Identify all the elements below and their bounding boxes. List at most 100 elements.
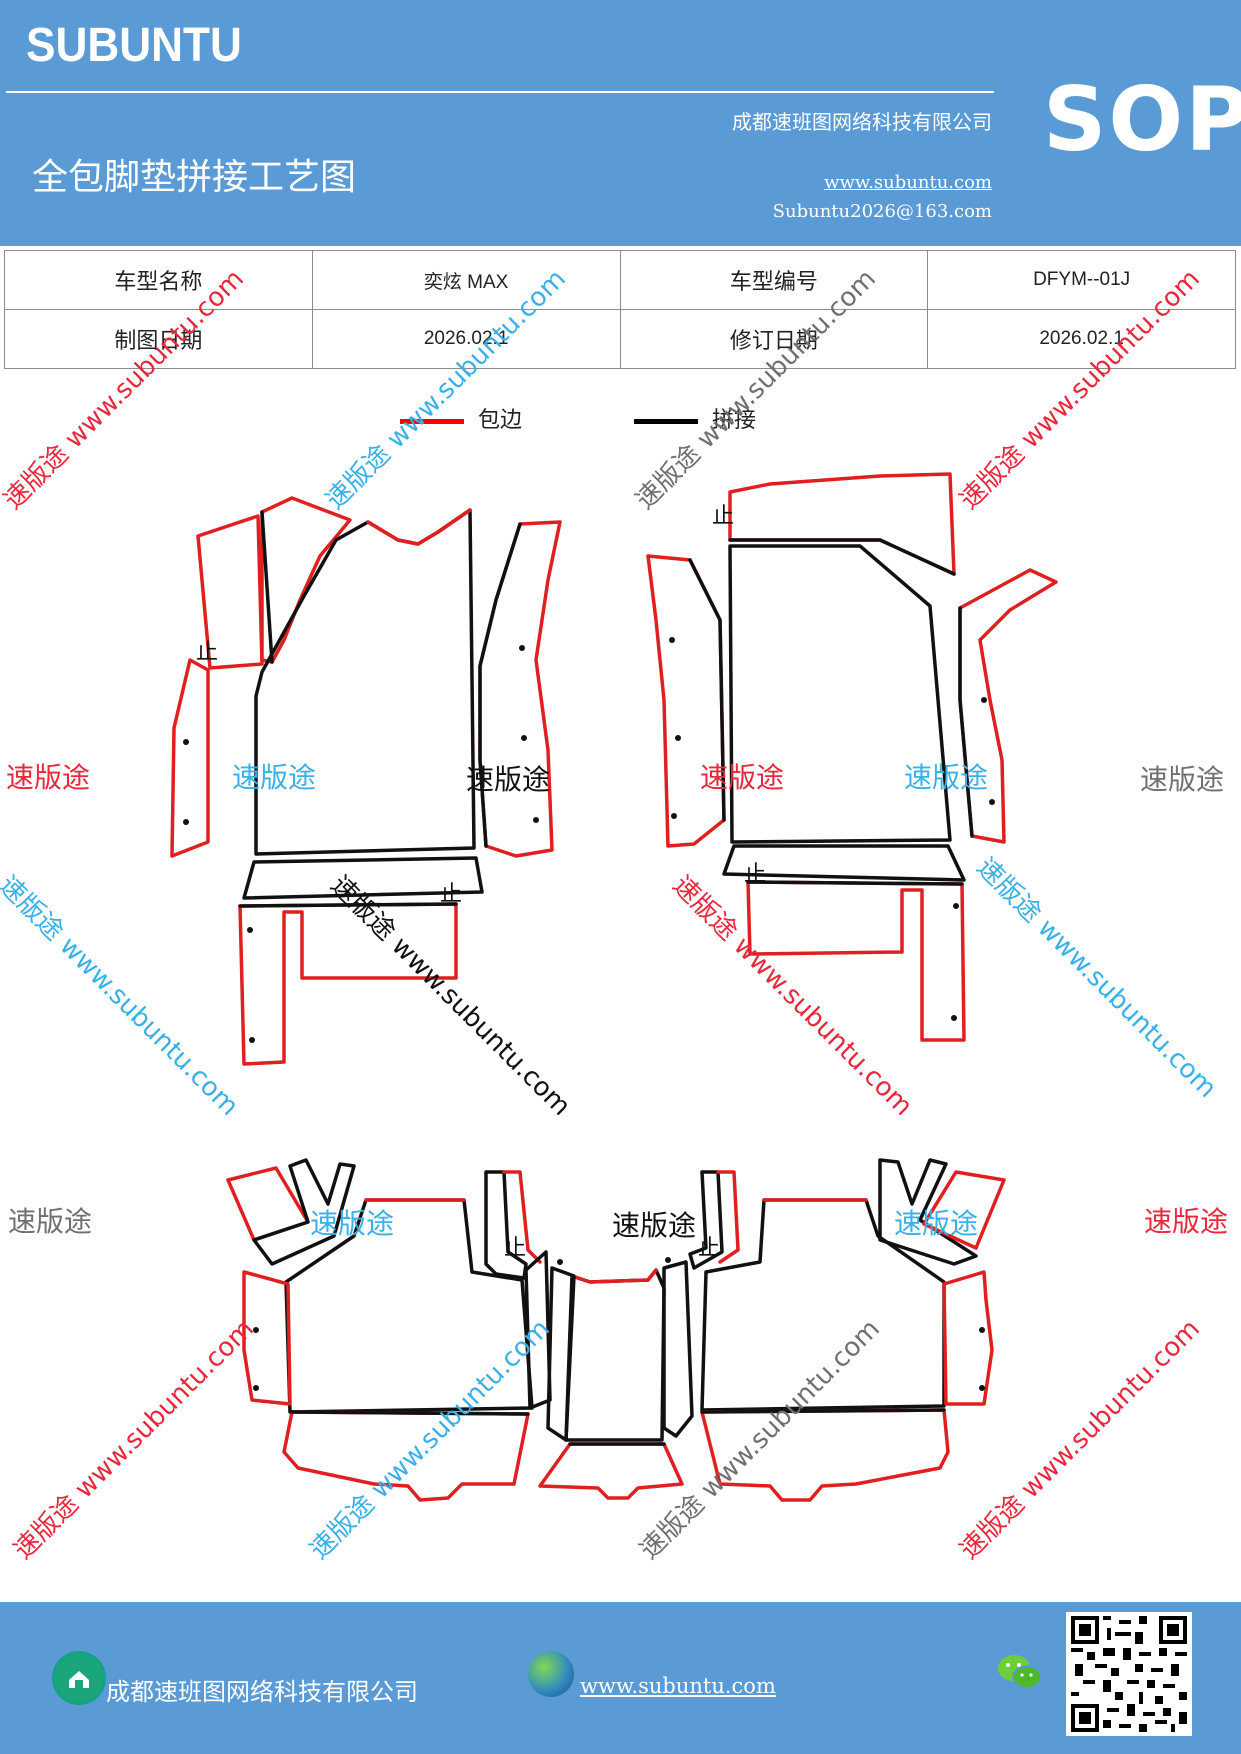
stop-marker: 止 <box>504 1236 527 1261</box>
piece-fr-bottom-u <box>746 880 966 1042</box>
piece-fr-top-splice <box>728 538 956 576</box>
header-banner <box>0 0 1241 246</box>
piece-fl-bottom-u <box>238 902 458 1066</box>
footer-website-link[interactable]: www.subuntu.com <box>580 1674 776 1698</box>
hole <box>521 735 527 741</box>
piece-fr-bottom-u-splice <box>746 880 964 886</box>
piece-rl-corner <box>226 1166 310 1242</box>
hole <box>953 903 959 909</box>
company-name: 成都速班图网络科技有限公司 <box>732 110 992 134</box>
watermark-brand: 速版途 <box>700 761 785 794</box>
watermark-brand: 速版途 <box>466 763 551 796</box>
hole <box>533 817 539 823</box>
sewing-holes <box>183 637 995 1391</box>
legend-label: 拼接 <box>712 408 757 433</box>
piece-fl-bottom-strip <box>242 856 484 900</box>
piece-rear-center <box>564 1268 666 1442</box>
watermark-brand: 速版途 <box>894 1207 979 1240</box>
piece-rear-center-right <box>662 1260 694 1438</box>
piece-rl-bottom <box>282 1410 530 1502</box>
legend-label: 包边 <box>478 408 523 433</box>
hole <box>557 1259 563 1265</box>
watermark-brand: 速版途 <box>310 1207 395 1240</box>
floor-mat-pattern-diagram <box>170 472 1058 1502</box>
email-address[interactable]: Subuntu2026@163.com <box>772 201 992 222</box>
hole <box>253 1327 259 1333</box>
table-row: 制图日期 2026.02.1 修订日期 2026.02.1 <box>4 309 1236 369</box>
label-model-code: 车型编号 <box>619 250 929 310</box>
hole <box>981 697 987 703</box>
qr-code[interactable] <box>1066 1612 1192 1736</box>
value-revise-date: 2026.02.1 <box>927 309 1236 369</box>
piece-fl-1 <box>196 514 264 670</box>
hole <box>989 799 995 805</box>
watermark-brand: 速版途 <box>232 761 317 794</box>
label-revise-date: 修订日期 <box>619 309 929 369</box>
piece-fr-left-side <box>646 554 726 848</box>
piece-rr-main <box>700 1198 946 1412</box>
watermark-brand: 速版途 <box>904 761 989 794</box>
label-draw-date: 制图日期 <box>4 309 313 369</box>
globe-icon <box>528 1651 574 1697</box>
legend-item-edging: 包边 <box>400 402 523 433</box>
piece-rr-corner-2 <box>878 1158 978 1266</box>
piece-fl-2-splice <box>260 510 274 664</box>
piece-rear-center-top <box>570 1268 658 1284</box>
hole <box>979 1385 985 1391</box>
legend-item-splice: 拼接 <box>634 402 757 433</box>
hole <box>669 637 675 643</box>
value-draw-date: 2026.02.1 <box>311 309 621 369</box>
piece-fr-right-side-splice <box>958 606 974 838</box>
piece-fl-side-right <box>478 520 562 858</box>
hole <box>249 1037 255 1043</box>
piece-rear-center-bottom <box>538 1442 684 1500</box>
piece-fl-side-right-splice <box>478 522 522 848</box>
hole <box>675 735 681 741</box>
piece-rr-corner <box>922 1170 1006 1250</box>
watermark-brand: 速版途 <box>8 1205 93 1238</box>
watermark-brand: 速版途 <box>6 761 91 794</box>
brand-logo: SUBUNTU <box>26 19 242 72</box>
piece-fl-main <box>254 508 476 856</box>
stop-marker: 止 <box>744 862 767 887</box>
piece-rear-center-left <box>546 1266 576 1442</box>
hole <box>979 1327 985 1333</box>
hole <box>951 1015 957 1021</box>
watermark-brand: 速版途 <box>1140 763 1225 796</box>
hole <box>671 813 677 819</box>
piece-fl-side <box>170 658 210 858</box>
header-divider <box>6 91 994 93</box>
piece-rl-main <box>284 1198 534 1414</box>
piece-rr-right-side <box>942 1270 994 1406</box>
watermark-brand: 速版途 <box>612 1209 697 1242</box>
label-model-name: 车型名称 <box>4 250 313 310</box>
watermark-brand: 速版途 <box>1144 1205 1229 1238</box>
piece-fl-2 <box>260 496 352 664</box>
piece-rl-left-side <box>242 1270 292 1406</box>
piece-rr-bottom <box>700 1408 950 1502</box>
stop-marker: 止 <box>440 882 463 907</box>
piece-rl-corner-2 <box>252 1158 356 1266</box>
piece-fr-left-side-splice <box>688 558 726 822</box>
piece-rr-left-strip-2 <box>716 1170 740 1264</box>
stop-marker: 止 <box>698 1236 721 1261</box>
piece-rr-bottom-splice <box>700 1408 946 1414</box>
front-right-mat-group <box>646 472 1058 1042</box>
piece-fl-main-top <box>366 508 472 546</box>
stop-marker: 止 <box>196 640 219 665</box>
piece-fl-bottom-u-splice <box>238 902 458 908</box>
rear-mat-group <box>226 1158 1006 1502</box>
piece-fr-right-side <box>958 568 1058 844</box>
wechat-icon[interactable] <box>996 1652 1044 1698</box>
vehicle-info-table: 车型名称 奕炫 MAX 车型编号 DFYM--01J 制图日期 2026.02.… <box>4 250 1236 369</box>
hole <box>183 739 189 745</box>
website-link[interactable]: www.subuntu.com <box>824 172 992 193</box>
hole <box>183 819 189 825</box>
hole <box>253 1385 259 1391</box>
legend-swatch-black <box>634 418 698 424</box>
home-icon <box>52 1651 106 1705</box>
stop-marker: 止 <box>712 504 735 529</box>
piece-rl-bottom-splice <box>290 1410 530 1416</box>
piece-fr-main <box>728 544 952 844</box>
footer-company-name: 成都速班图网络科技有限公司 <box>106 1678 418 1706</box>
